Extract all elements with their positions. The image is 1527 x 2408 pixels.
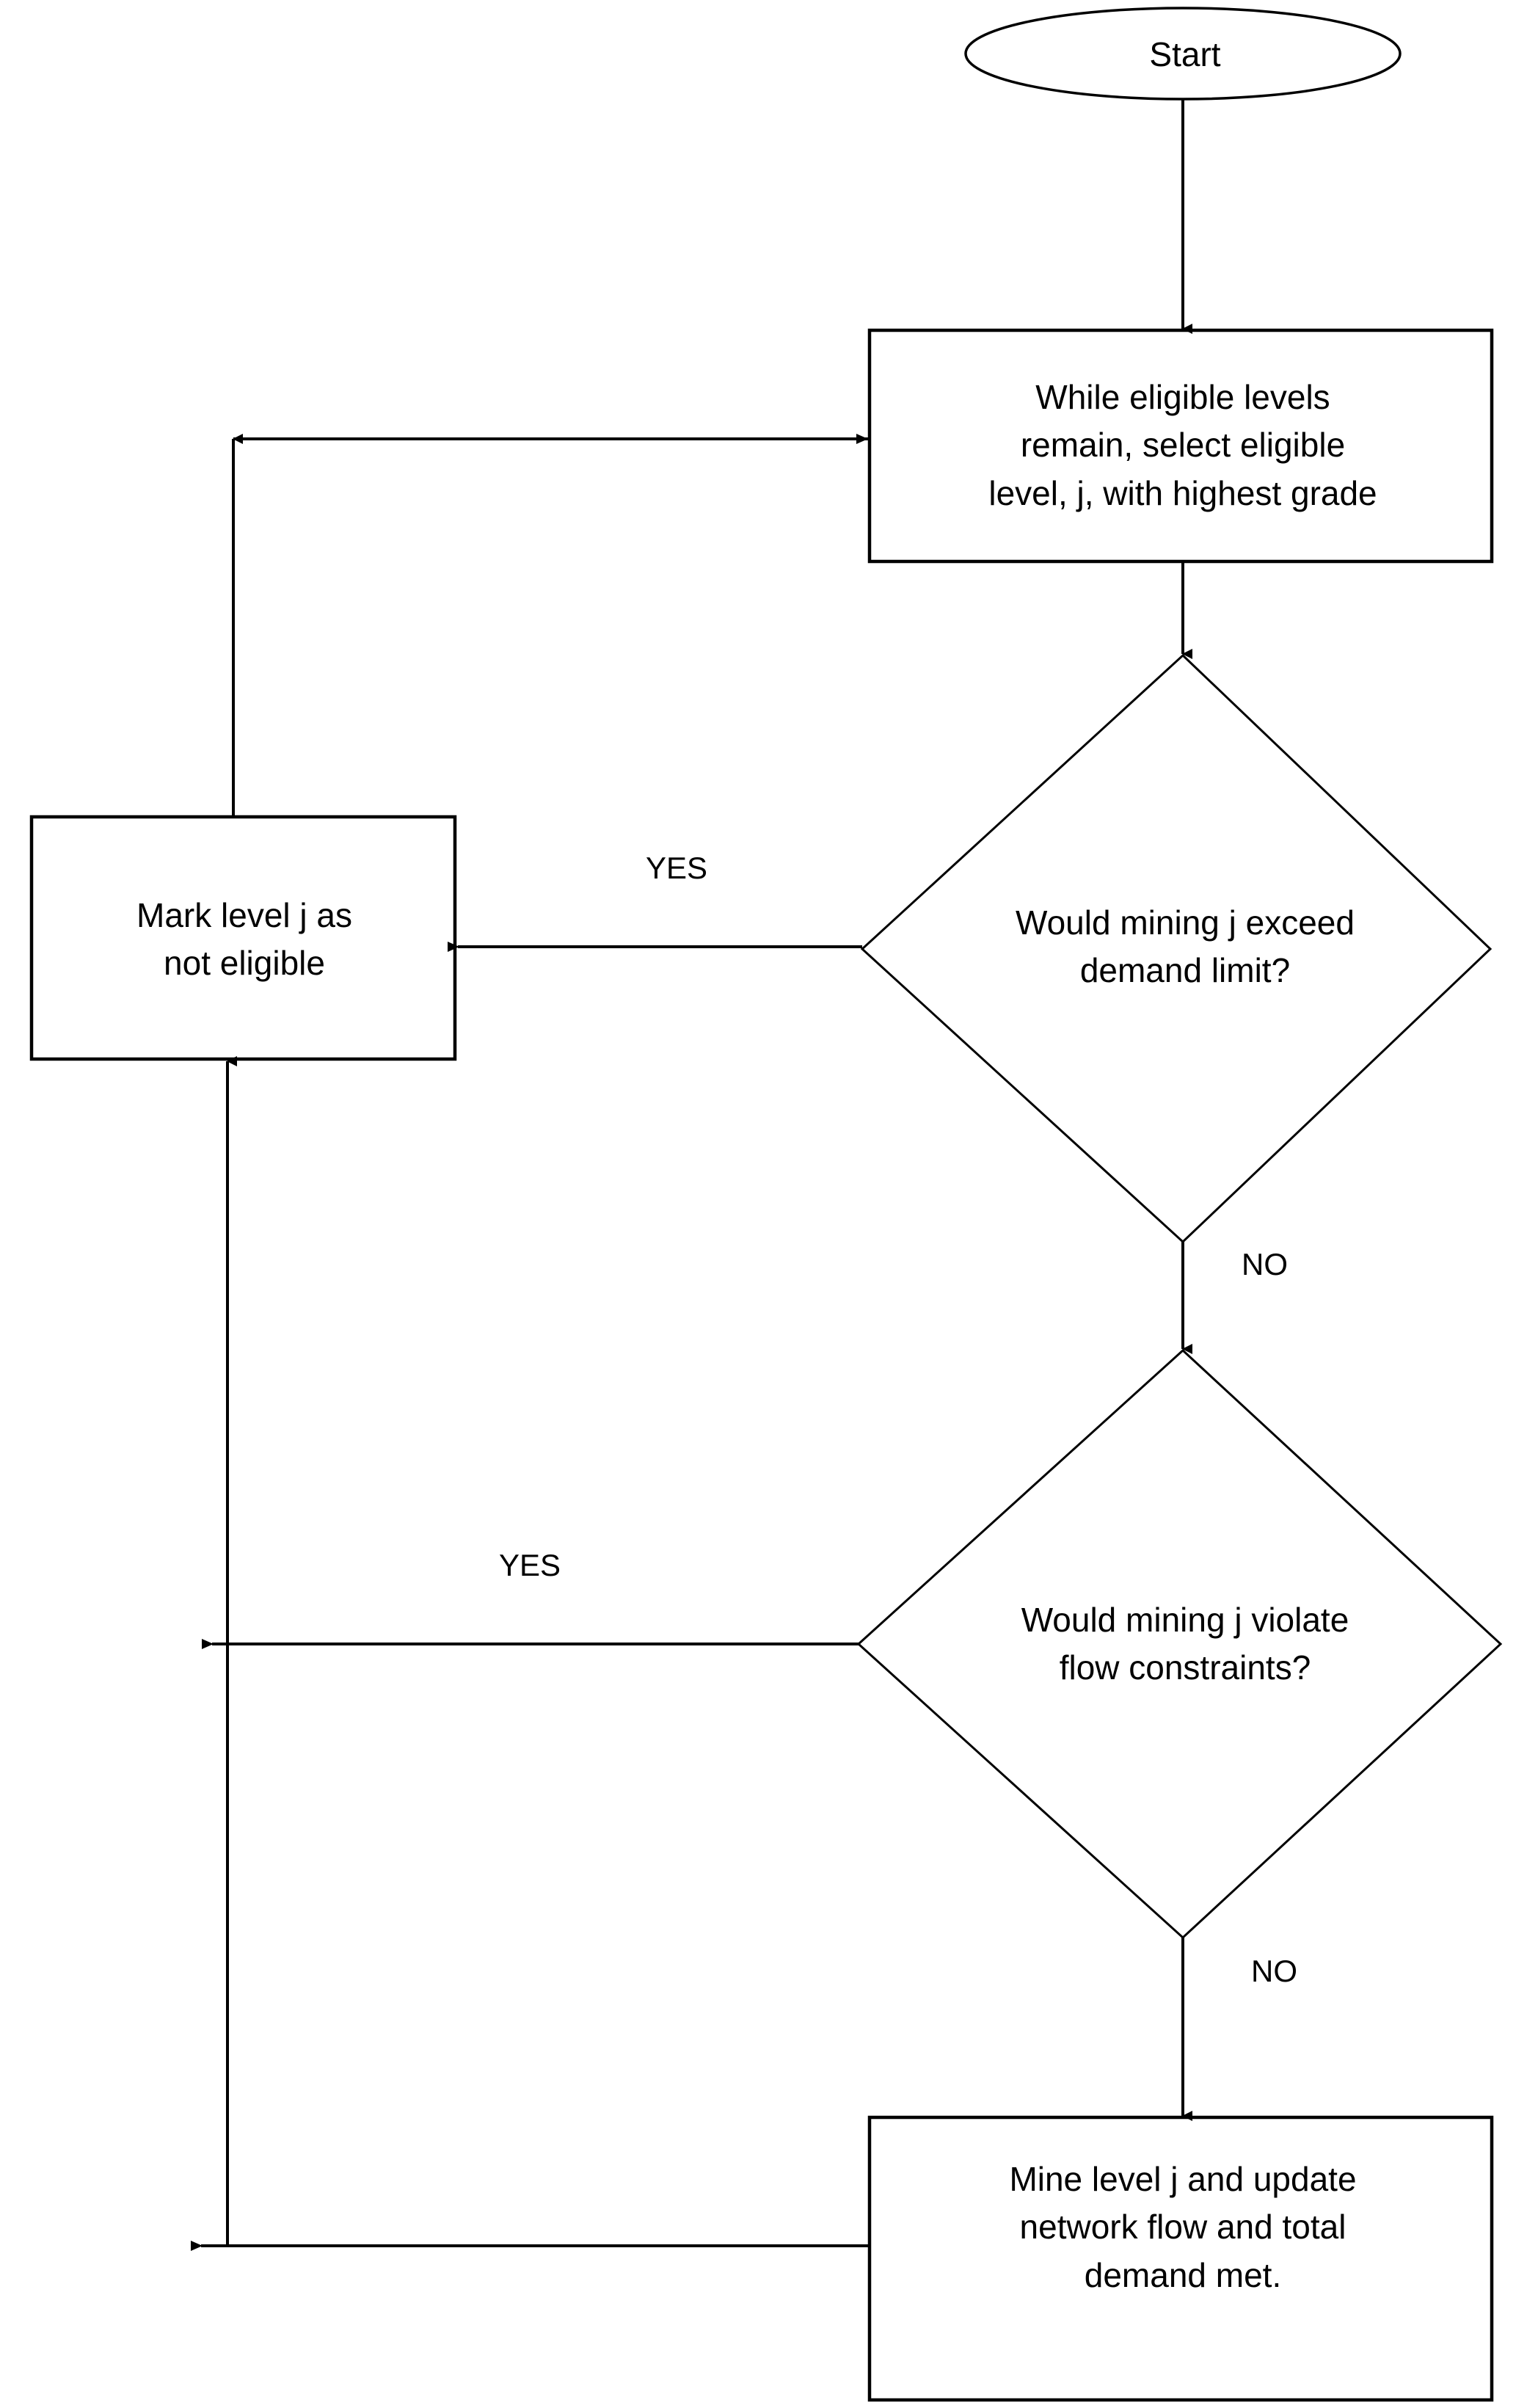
- edge-label-demand-no: NO: [1242, 1247, 1288, 1281]
- process-select-level-box: [867, 328, 1494, 564]
- edge-label-flow-no: NO: [1251, 1954, 1297, 1988]
- edge-label-demand-yes: YES: [646, 851, 708, 885]
- edge-label-flow-yes: YES: [499, 1548, 561, 1582]
- process-mark-not-eligible-box: [29, 815, 457, 1061]
- decision-demand-diamond: [860, 653, 1493, 1244]
- decision-flow-diamond: [856, 1348, 1503, 1940]
- process-mine-level-box: [867, 2115, 1494, 2402]
- start-oval: [964, 7, 1402, 101]
